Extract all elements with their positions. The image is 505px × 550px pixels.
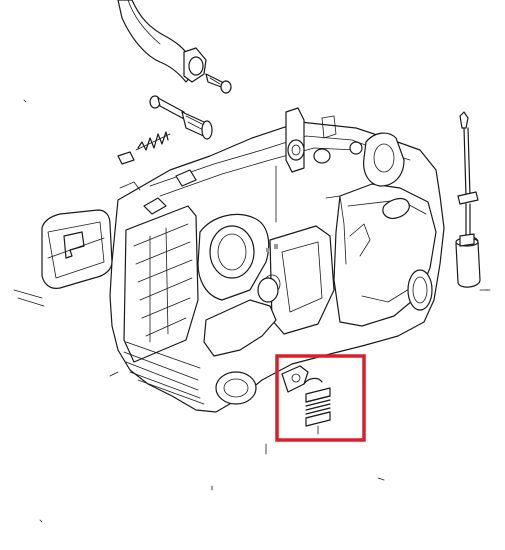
dash-lines-left xyxy=(13,289,45,307)
adjuster-bolt xyxy=(149,95,213,140)
highlighted-spring-part xyxy=(281,365,331,435)
small-block xyxy=(117,151,135,165)
leader-marks xyxy=(23,99,491,523)
crankcase-body xyxy=(109,107,445,413)
highlight-box xyxy=(275,354,366,442)
side-cover-plate xyxy=(41,209,113,289)
adjusting-needle xyxy=(455,111,481,288)
handle-screw xyxy=(205,73,232,94)
small-spring xyxy=(135,131,171,151)
handle-arm xyxy=(117,0,207,83)
